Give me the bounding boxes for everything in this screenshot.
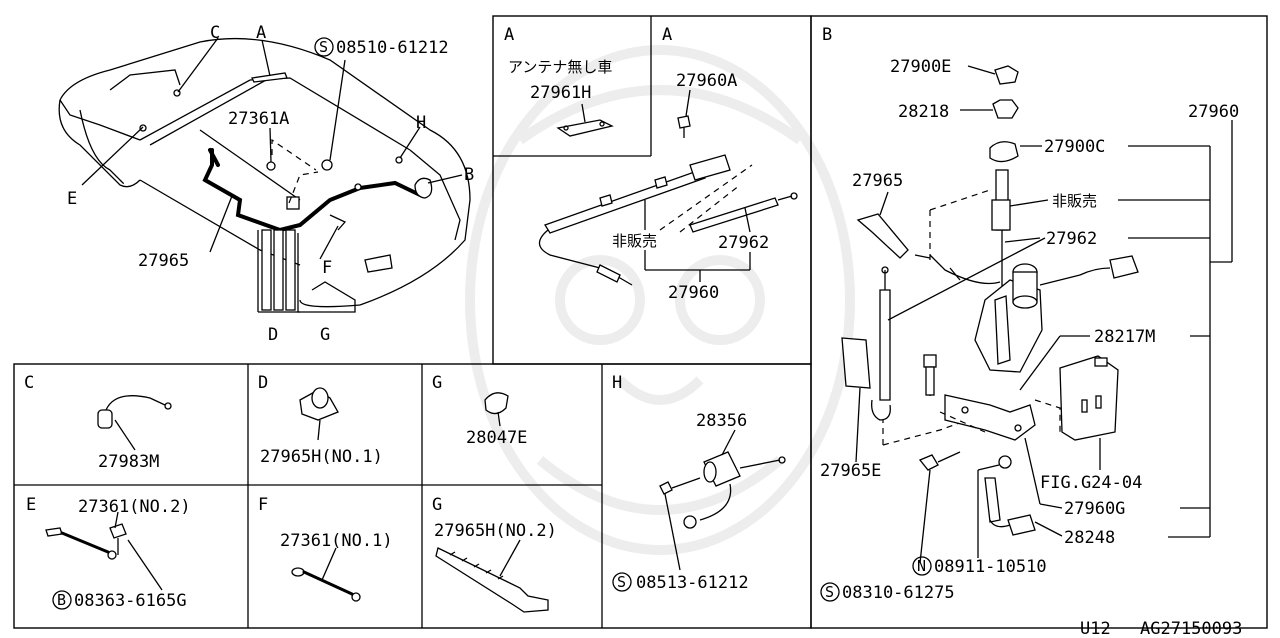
part-28217m: 28217M xyxy=(1094,327,1155,347)
part-27962-a: 27962 xyxy=(718,233,769,253)
part-27965-b: 27965 xyxy=(852,171,903,191)
watermark-emblem xyxy=(465,45,855,555)
callout-e: E xyxy=(67,189,77,209)
part-08363-6165g: 08363-6165G xyxy=(74,591,187,611)
part-27361a: 27361A xyxy=(228,109,289,129)
callout-b: B xyxy=(464,165,474,185)
fig-ref-g24-04[interactable]: FIG.G24-04 xyxy=(1040,473,1142,493)
part-27962-b: 27962 xyxy=(1046,229,1097,249)
antenna-rod-illustration xyxy=(538,89,798,286)
panel-b-title: B xyxy=(822,25,832,45)
drawing-number: AG27150093 xyxy=(1140,619,1242,638)
part-27900c: 27900C xyxy=(1044,137,1105,157)
no-antenna-note: アンテナ無し車 xyxy=(508,58,612,76)
part-27361-no1: 27361(NO.1) xyxy=(280,531,393,551)
callout-h: H xyxy=(416,113,426,133)
panel-a1-title: A xyxy=(504,25,514,45)
capacitor-h-illustration xyxy=(659,429,786,571)
cable-tie-g-illustration xyxy=(435,539,549,613)
ground-strap-f-illustration xyxy=(291,547,361,602)
part-27960a: 27960A xyxy=(676,71,737,91)
garnish-plate-illustration xyxy=(556,103,614,137)
figure-code: U12 xyxy=(1080,619,1111,638)
screw-prefix-s-b: S xyxy=(825,583,834,601)
callout-d: D xyxy=(268,325,278,345)
part-28248: 28248 xyxy=(1064,528,1115,548)
bolt-prefix-b: B xyxy=(57,591,66,609)
panel-f-title: F xyxy=(258,495,268,515)
clamp-d-illustration xyxy=(299,387,339,441)
panel-c-title: C xyxy=(24,373,34,393)
part-28047e: 28047E xyxy=(466,428,527,448)
panel-h-title: H xyxy=(612,373,622,393)
noise-filter-illustration xyxy=(97,395,172,451)
part-08310-61275: 08310-61275 xyxy=(842,583,955,603)
part-27965h-no2: 27965H(NO.2) xyxy=(434,521,557,541)
part-27965h-no1: 27965H(NO.1) xyxy=(260,447,383,467)
part-08510-61212: 08510-61212 xyxy=(336,38,449,58)
panel-g1-title: G xyxy=(432,373,442,393)
part-27361-no2: 27361(NO.2) xyxy=(78,497,191,517)
screw-prefix-s: S xyxy=(319,38,328,56)
not-sold-label-b: 非販売 xyxy=(1052,192,1097,210)
part-27983m: 27983M xyxy=(98,452,159,472)
callout-c: C xyxy=(210,23,220,43)
part-08911-10510: 08911-10510 xyxy=(934,557,1047,577)
callout-g: G xyxy=(320,325,330,345)
part-27960-a: 27960 xyxy=(668,283,719,303)
main-view-car xyxy=(58,37,471,313)
panel-g2-title: G xyxy=(432,495,442,515)
not-sold-label-a: 非販売 xyxy=(612,232,657,250)
part-08513-61212: 08513-61212 xyxy=(636,573,749,593)
panel-frames xyxy=(13,15,1268,629)
part-27961h: 27961H xyxy=(530,83,591,103)
nut-prefix-n: N xyxy=(917,557,926,575)
part-28218: 28218 xyxy=(898,102,949,122)
screw-prefix-s-h: S xyxy=(617,573,626,591)
panel-e-title: E xyxy=(26,495,36,515)
callout-f: F xyxy=(322,258,332,278)
panel-a2-title: A xyxy=(662,25,672,45)
part-27960-b: 27960 xyxy=(1188,102,1239,122)
part-27965: 27965 xyxy=(138,251,189,271)
part-27960g: 27960G xyxy=(1064,499,1125,519)
clip-g-illustration xyxy=(484,392,509,427)
power-antenna-illustration xyxy=(841,65,1233,564)
panel-d-title: D xyxy=(258,373,268,393)
callout-a: A xyxy=(256,23,266,43)
part-27965e: 27965E xyxy=(820,461,881,481)
part-28356: 28356 xyxy=(696,411,747,431)
ground-strap-e-illustration xyxy=(45,511,163,591)
part-27900e: 27900E xyxy=(890,57,951,77)
